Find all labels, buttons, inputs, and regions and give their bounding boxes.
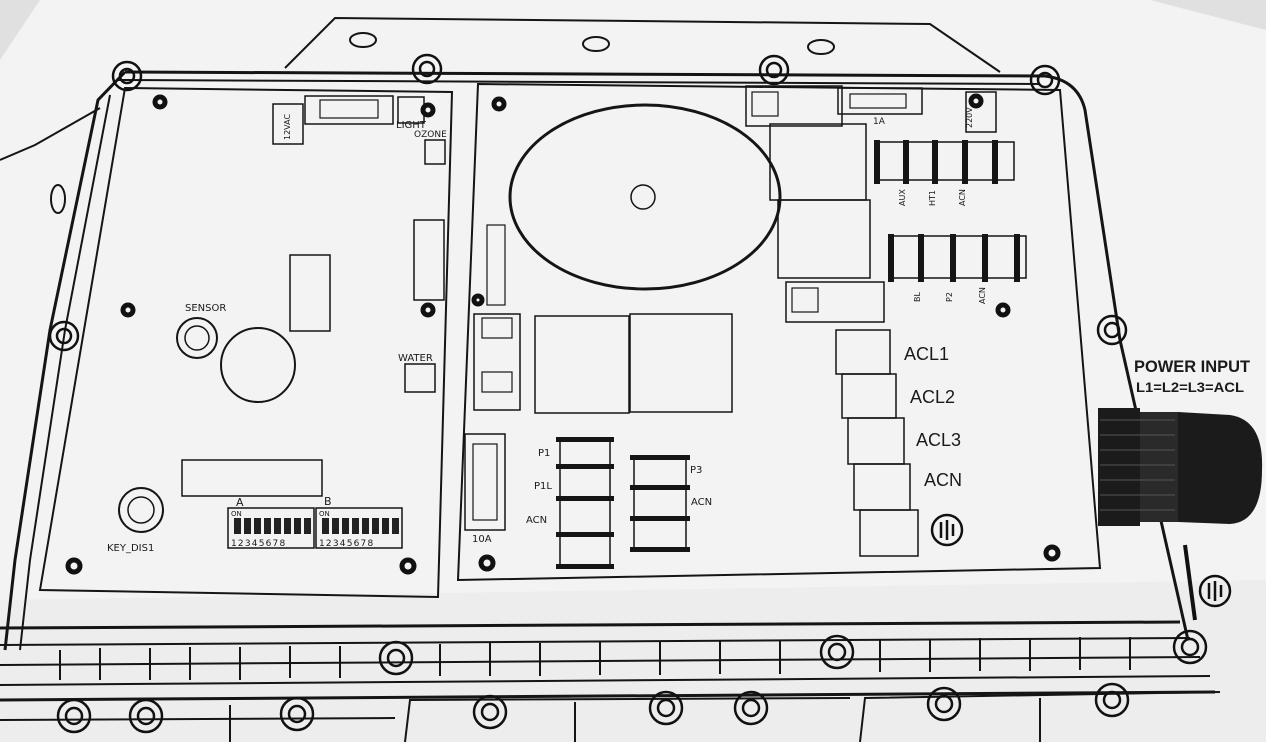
dip-b-numbers: 12345678 <box>319 539 374 549</box>
fuse-light <box>304 95 394 125</box>
acn-lower-label: ACN <box>978 287 987 304</box>
ozone-label: OZONE <box>414 130 447 140</box>
key-dis-connector <box>118 487 164 533</box>
acn-label: ACN <box>924 470 962 490</box>
light-label: LIGHT <box>396 120 427 131</box>
12vac-label: 12VAC <box>283 114 292 140</box>
p1-label: P1 <box>538 448 550 459</box>
dip-a-label: A <box>236 496 244 509</box>
ground-symbol-acl <box>930 513 964 547</box>
fuse-10a <box>464 433 506 531</box>
acn-p1-label: ACN <box>526 515 547 526</box>
ic-chip <box>289 254 331 332</box>
dip-a-numbers: 12345678 <box>231 539 286 549</box>
relay-left <box>534 315 630 414</box>
dip-b-label: B <box>324 495 332 508</box>
dip-switch-a <box>227 507 315 549</box>
acl3-label: ACL3 <box>916 430 961 450</box>
p2-label: P2 <box>945 292 954 302</box>
aux-label: AUX <box>898 189 907 206</box>
ic-strip <box>181 459 323 497</box>
enclosure-outline <box>124 70 1190 641</box>
sensor-label: SENSOR <box>185 303 226 314</box>
dip-a-on-label: ON <box>231 510 242 518</box>
ground-symbol-power <box>1198 574 1232 608</box>
power-input-equation: L1=L2=L3=ACL <box>1136 379 1244 395</box>
fuse-1a <box>837 87 923 115</box>
fuse-10a-label: 10A <box>472 534 492 545</box>
key-dis-label: KEY_DIS1 <box>107 543 154 554</box>
left-mounting-tab <box>0 107 101 161</box>
dip-b-on-label: ON <box>319 510 330 518</box>
relay-lower <box>777 199 871 279</box>
terminal-ground <box>859 509 919 557</box>
p3-label: P3 <box>690 465 702 476</box>
power-input-gland <box>1098 408 1263 526</box>
power-input-title: POWER INPUT <box>1134 357 1251 376</box>
dip-switch-b <box>315 507 403 549</box>
battery-holder <box>220 327 296 403</box>
fuse-1a-label: 1A <box>873 117 886 127</box>
transformer-outline <box>508 103 782 291</box>
acl2-label: ACL2 <box>910 387 955 407</box>
acn-p3-label: ACN <box>691 497 712 508</box>
relay-right <box>629 313 733 413</box>
left-board-outline <box>38 86 454 599</box>
water-label: WATER <box>398 353 433 364</box>
acn-upper-label: ACN <box>958 189 967 206</box>
bl-label: BL <box>913 292 922 302</box>
sensor-connector <box>176 317 218 359</box>
ht1-label: HT1 <box>928 190 937 206</box>
top-mounting-tab <box>284 16 1001 73</box>
acl1-label: ACL1 <box>904 344 949 364</box>
220v-label: 220V <box>965 107 974 128</box>
p1l-label: P1L <box>534 481 552 492</box>
